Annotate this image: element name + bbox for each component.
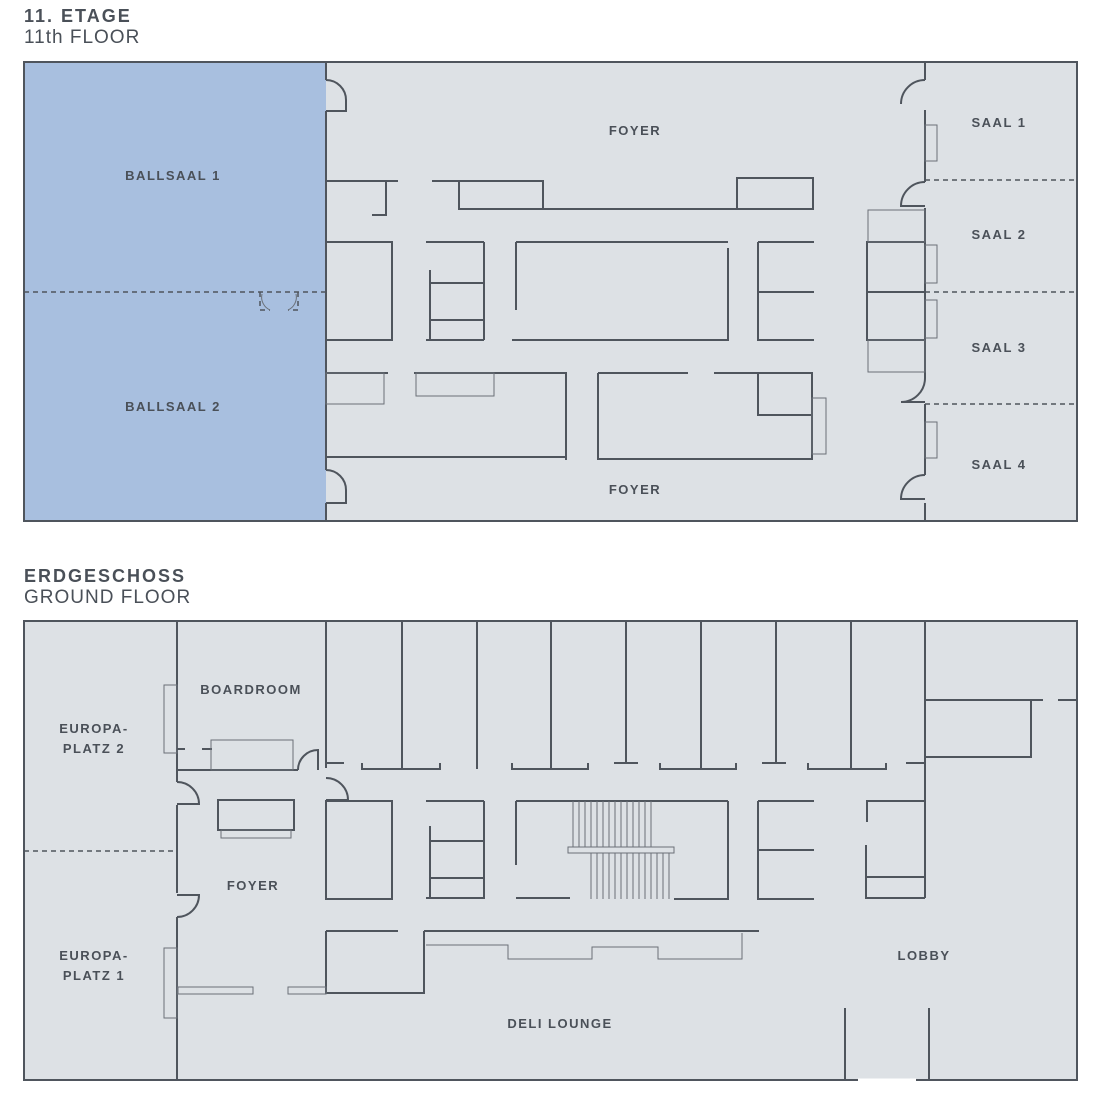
- wall-cabinet: [924, 124, 938, 162]
- room-europaplatz-1-line2[interactable]: PLATZ 1: [63, 968, 125, 983]
- door-icon: [900, 79, 926, 105]
- room-deli-lounge[interactable]: DELI LOUNGE: [507, 1016, 612, 1031]
- room-lobby[interactable]: LOBBY: [898, 948, 951, 963]
- door-icon: [325, 777, 350, 801]
- core-lifts: [757, 241, 814, 341]
- door-icon: [325, 469, 347, 504]
- partition-door-icon: [259, 292, 299, 311]
- room-saal-1[interactable]: SAAL 1: [972, 115, 1027, 130]
- floor11-title-en: 11th FLOOR: [24, 27, 141, 48]
- wall-cabinet: [163, 684, 178, 754]
- wall-cabinet: [163, 947, 178, 1019]
- door-icon: [899, 181, 926, 207]
- bench: [177, 986, 254, 995]
- core-lifts: [865, 800, 925, 899]
- wall-cabinet: [924, 244, 938, 284]
- service-wall: [326, 180, 398, 216]
- core-room: [326, 241, 393, 341]
- entrance-walls: [844, 1008, 930, 1080]
- bar-counter: [426, 933, 743, 960]
- wall-cabinet: [924, 299, 938, 339]
- bench: [287, 986, 327, 995]
- service-room: [925, 699, 1077, 758]
- door-icon: [900, 377, 926, 403]
- bar-counter: [325, 930, 759, 994]
- ground-title-en: GROUND FLOOR: [24, 587, 192, 608]
- door-icon: [325, 79, 347, 112]
- door-icon: [176, 781, 201, 805]
- counter: [736, 177, 814, 210]
- ground-title-de: ERDGESCHOSS: [24, 566, 187, 586]
- ground-plan: BOARDROOM EUROPA- PLATZ 2 EUROPA- PLATZ …: [23, 620, 1078, 1082]
- room-foyer-ground[interactable]: FOYER: [227, 878, 279, 893]
- core-lifts: [426, 800, 485, 899]
- door-icon: [176, 894, 201, 918]
- boardroom-table: [210, 739, 294, 771]
- core-lifts: [757, 800, 814, 900]
- ground-heading: ERDGESCHOSS GROUND FLOOR: [24, 566, 191, 610]
- core-room: [325, 800, 393, 900]
- room-saal-4[interactable]: SAAL 4: [972, 457, 1027, 472]
- wall-cabinet: [924, 421, 938, 459]
- core-cabinet: [867, 209, 926, 243]
- office-front-walls: [326, 762, 925, 770]
- reception-desk: [220, 829, 292, 839]
- door-icon: [297, 748, 319, 771]
- room-ballsaal-2[interactable]: BALLSAAL 2: [125, 399, 221, 414]
- counter: [325, 372, 385, 405]
- floor11-title-de: 11. ETAGE: [24, 6, 132, 26]
- room-saal-3[interactable]: SAAL 3: [972, 340, 1027, 355]
- office-walls: [401, 621, 852, 769]
- staircase-icon: [567, 801, 675, 899]
- core-lifts: [426, 241, 485, 341]
- service-wall: [597, 372, 813, 460]
- room-europaplatz-2-line2[interactable]: PLATZ 2: [63, 741, 125, 756]
- wall-cabinet: [811, 397, 827, 455]
- core-room: [515, 800, 729, 900]
- floor11-plan: BALLSAAL 1 BALLSAAL 2 FOYER FOYER SAAL 1…: [23, 61, 1078, 522]
- room-europaplatz-1-line1[interactable]: EUROPA-: [59, 948, 128, 963]
- service-wall: [757, 373, 812, 416]
- room-saal-2[interactable]: SAAL 2: [972, 227, 1027, 242]
- room-boardroom[interactable]: BOARDROOM: [200, 682, 302, 697]
- service-wall: [458, 181, 737, 210]
- door-icon: [899, 474, 926, 500]
- room-europaplatz-2-line1[interactable]: EUROPA-: [59, 721, 128, 736]
- core-room: [512, 241, 729, 341]
- room-foyer-bottom[interactable]: FOYER: [609, 482, 661, 497]
- room-ballsaal-1[interactable]: BALLSAAL 1: [125, 168, 221, 183]
- floor11-heading: 11. ETAGE 11th FLOOR: [24, 6, 140, 50]
- core-cabinet: [867, 339, 926, 373]
- counter: [415, 372, 495, 397]
- ballsaal-highlight[interactable]: [24, 62, 326, 521]
- service-wall: [432, 180, 544, 209]
- partition-door-swing-icon: [261, 293, 297, 311]
- room-foyer-top[interactable]: FOYER: [609, 123, 661, 138]
